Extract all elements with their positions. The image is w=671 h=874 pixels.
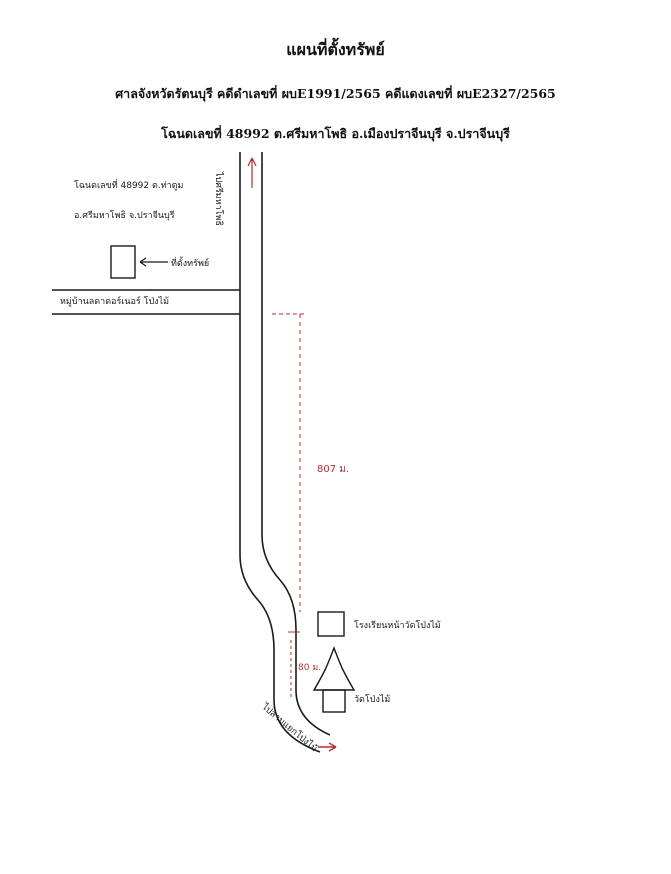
temple-box: [322, 689, 346, 713]
exit-arrow-icon: [318, 742, 337, 752]
distance-short-label: 80 ม.: [298, 663, 322, 673]
property-arrow: [139, 257, 168, 267]
road-label-top: ไปศรีมหาโพธิ: [213, 172, 223, 226]
court-case-line: ศาลจังหวัดรัตนบุรี คดีดำเลขที่ ผบE1991/2…: [115, 86, 556, 101]
school-label: โรงเรียนหน้าวัดโป่งไม้: [354, 621, 441, 631]
temple-label: วัดโป่งไม้: [354, 695, 391, 705]
deed-note-line1: โฉนดเลขที่ 48992 ต.ท่าตูม: [74, 181, 184, 191]
property-label: ที่ตั้งทรัพย์: [171, 259, 210, 269]
north-arrow-icon: [247, 157, 257, 188]
main-road-left-edge: [239, 152, 321, 753]
deed-note-line2: อ.ศรีมหาโพธิ จ.ปราจีนบุรี: [74, 211, 175, 221]
page-title: แผนที่ตั้งทรัพย์: [286, 40, 385, 59]
deed-line: โฉนดเลขที่ 48992 ต.ศรีมหาโพธิ อ.เมืองปรา…: [161, 126, 510, 141]
main-road-right-edge: [261, 152, 331, 736]
school-box: [317, 611, 345, 637]
property-box: [110, 245, 136, 279]
village-label: หมู่บ้านลดาดอร์เนอร์ โป่งไม้: [60, 297, 170, 307]
distance-main-label: 807 ม.: [317, 464, 350, 475]
temple-roof-icon: [312, 646, 356, 691]
